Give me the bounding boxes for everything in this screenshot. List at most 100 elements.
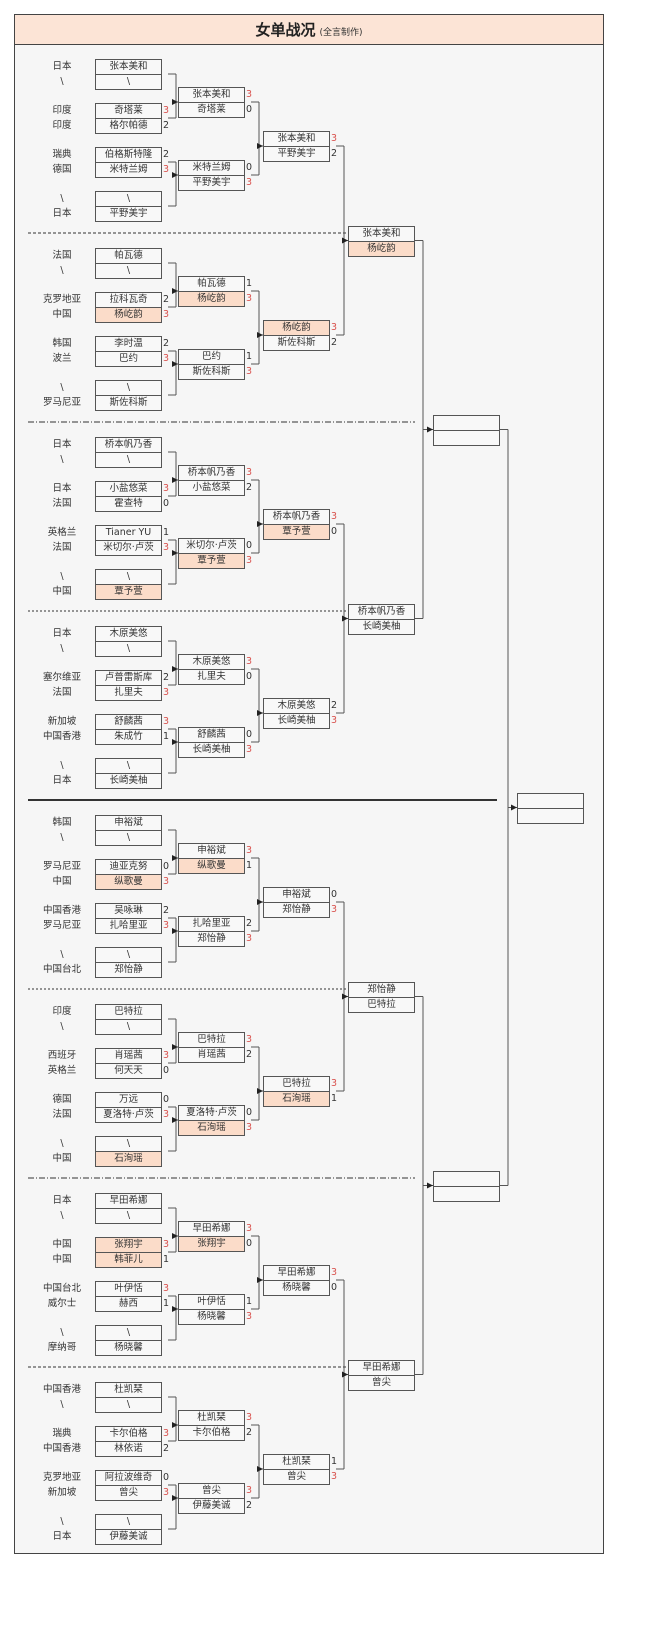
first-round-match[interactable]: \石洵瑶	[95, 1136, 162, 1167]
first-round-match[interactable]: 奇塔莱格尔帕德	[95, 103, 162, 134]
first-round-match[interactable]: 帕瓦德\	[95, 248, 162, 279]
first-round-match[interactable]: 卡尔伯格林依诺	[95, 1426, 162, 1457]
third-round-match[interactable]: 巴特拉石洵瑶	[263, 1076, 330, 1107]
first-round-match[interactable]: 舒麟茜朱成竹	[95, 714, 162, 745]
second-round-match[interactable]: 杜凯琹卡尔伯格	[178, 1410, 245, 1441]
arrow-icon	[342, 615, 348, 622]
player-country: 法国	[52, 542, 72, 553]
player-name: 早田希娜	[192, 1223, 231, 1234]
second-round-match[interactable]: 巴约斯佐科斯	[178, 349, 245, 380]
player-score: 3	[246, 555, 253, 566]
first-round-match[interactable]: 阿拉波维奇曾尖	[95, 1470, 162, 1501]
second-round-match[interactable]: 舒麟茜长崎美柚	[178, 727, 245, 758]
semifinal-match[interactable]	[433, 1170, 500, 1202]
first-round-match[interactable]: \平野美宇	[95, 191, 162, 222]
player-score: 0	[246, 1238, 253, 1249]
player-name: 小盐悠菜	[179, 480, 244, 495]
first-round-match[interactable]: 申裕斌\	[95, 815, 162, 846]
player-name: 舒麟茜	[114, 716, 143, 727]
final-match[interactable]	[517, 792, 584, 824]
semifinal-match[interactable]	[433, 414, 500, 446]
second-round-match[interactable]: 巴特拉肖瑶茜	[178, 1032, 245, 1063]
first-round-match[interactable]: 吴咏琳扎哈里亚	[95, 903, 162, 934]
first-round-match[interactable]: 叶伊恬赫西	[95, 1281, 162, 1312]
first-round-match[interactable]: 木原美悠\	[95, 626, 162, 657]
player-score: 3	[331, 133, 338, 144]
arrow-icon	[257, 899, 263, 905]
second-round-match[interactable]: 张本美和奇塔莱	[178, 87, 245, 118]
quarterfinal-match[interactable]: 张本美和杨屹韵	[348, 225, 415, 257]
player-score: 3	[163, 309, 170, 320]
player-score: 3	[246, 293, 253, 304]
arrow-icon	[257, 143, 263, 149]
player-name: 何天天	[96, 1063, 161, 1078]
title-bar: 女单战况(全言制作)	[15, 15, 603, 45]
second-round-match[interactable]: 帕瓦德杨屹韵	[178, 276, 245, 307]
first-round-match[interactable]: 桥本帆乃香\	[95, 437, 162, 468]
first-round-match[interactable]: 李时温巴约	[95, 336, 162, 367]
second-round-match[interactable]: 米切尔·卢茨覃予萱	[178, 538, 245, 569]
third-round-match[interactable]: 杨屹韵斯佐科斯	[263, 320, 330, 351]
first-round-match[interactable]: \伊藤美诚	[95, 1514, 162, 1545]
first-round-match[interactable]: 拉科瓦奇杨屹韵	[95, 292, 162, 323]
first-round-match[interactable]: 卢普雷斯库扎里夫	[95, 670, 162, 701]
first-round-match[interactable]: 肖瑶茜何天天	[95, 1048, 162, 1079]
player-country: \	[60, 1327, 64, 1338]
first-round-match[interactable]: 万远夏洛特·卢茨	[95, 1092, 162, 1123]
first-round-match[interactable]: \杨晓馨	[95, 1325, 162, 1356]
player-score: 2	[163, 905, 170, 916]
first-round-match[interactable]: 张本美和\	[95, 59, 162, 90]
third-round-match[interactable]: 桥本帆乃香覃予萱	[263, 509, 330, 540]
player-score: 1	[331, 1093, 338, 1104]
player-score: 2	[163, 120, 170, 131]
arrow-icon	[172, 1117, 178, 1123]
player-name: \	[126, 193, 131, 204]
player-score: 0	[246, 540, 253, 551]
player-country: 克罗地亚	[42, 294, 81, 305]
third-round-match[interactable]: 杜凯琹曾尖	[263, 1454, 330, 1485]
player-name: 早田希娜	[277, 1267, 316, 1278]
second-round-match[interactable]: 桥本帆乃香小盐悠菜	[178, 465, 245, 496]
first-round-match[interactable]: 伯格斯特隆米特兰姆	[95, 147, 162, 178]
first-round-match[interactable]: 迪亚克努纵歌曼	[95, 859, 162, 890]
first-round-match[interactable]: 早田希娜\	[95, 1193, 162, 1224]
first-round-match[interactable]: \长崎美柚	[95, 758, 162, 789]
second-round-match[interactable]: 扎哈里亚郑怡静	[178, 916, 245, 947]
second-round-match[interactable]: 木原美悠扎里夫	[178, 654, 245, 685]
first-round-match[interactable]: \覃予萱	[95, 569, 162, 600]
second-round-match[interactable]: 曾尖伊藤美诚	[178, 1483, 245, 1514]
player-name: 拉科瓦奇	[109, 294, 148, 305]
arrow-icon	[172, 288, 178, 294]
second-round-match[interactable]: 夏洛特·卢茨石洵瑶	[178, 1105, 245, 1136]
player-name: 张本美和	[109, 61, 148, 72]
quarterfinal-match[interactable]: 桥本帆乃香长崎美柚	[348, 603, 415, 635]
third-round-match[interactable]: 申裕斌郑怡静	[263, 887, 330, 918]
first-round-match[interactable]: \郑怡静	[95, 947, 162, 978]
second-round-match[interactable]: 叶伊恬杨晓馨	[178, 1294, 245, 1325]
player-name: 扎里夫	[179, 669, 244, 684]
second-round-match[interactable]: 申裕斌纵歌曼	[178, 843, 245, 874]
quarterfinal-match[interactable]: 早田希娜曾尖	[348, 1359, 415, 1391]
player-name: 迪亚克努	[109, 861, 148, 872]
player-name: 奇塔莱	[179, 102, 244, 117]
third-round-match[interactable]: 木原美悠长崎美柚	[263, 698, 330, 729]
player-name: \	[126, 760, 131, 771]
second-round-match[interactable]: 米特兰姆平野美宇	[178, 160, 245, 191]
player-name: \	[96, 830, 161, 845]
player-country: 中国	[52, 1254, 72, 1265]
third-round-match[interactable]: 张本美和平野美宇	[263, 131, 330, 162]
player-name: 杨屹韵	[179, 291, 244, 306]
first-round-match[interactable]: 张翔宇韩菲儿	[95, 1237, 162, 1268]
player-country: 中国	[52, 586, 72, 597]
first-round-match[interactable]: 杜凯琹\	[95, 1382, 162, 1413]
quarterfinal-match[interactable]: 郑怡静巴特拉	[348, 981, 415, 1013]
first-round-match[interactable]: \斯佐科斯	[95, 380, 162, 411]
second-round-match[interactable]: 早田希娜张翔宇	[178, 1221, 245, 1252]
player-name: 帕瓦德	[197, 278, 226, 289]
arrow-icon	[257, 1088, 263, 1094]
player-name: 巴约	[201, 351, 221, 362]
first-round-match[interactable]: 小盐悠菜霍查特	[95, 481, 162, 512]
third-round-match[interactable]: 早田希娜杨晓馨	[263, 1265, 330, 1296]
first-round-match[interactable]: 巴特拉\	[95, 1004, 162, 1035]
